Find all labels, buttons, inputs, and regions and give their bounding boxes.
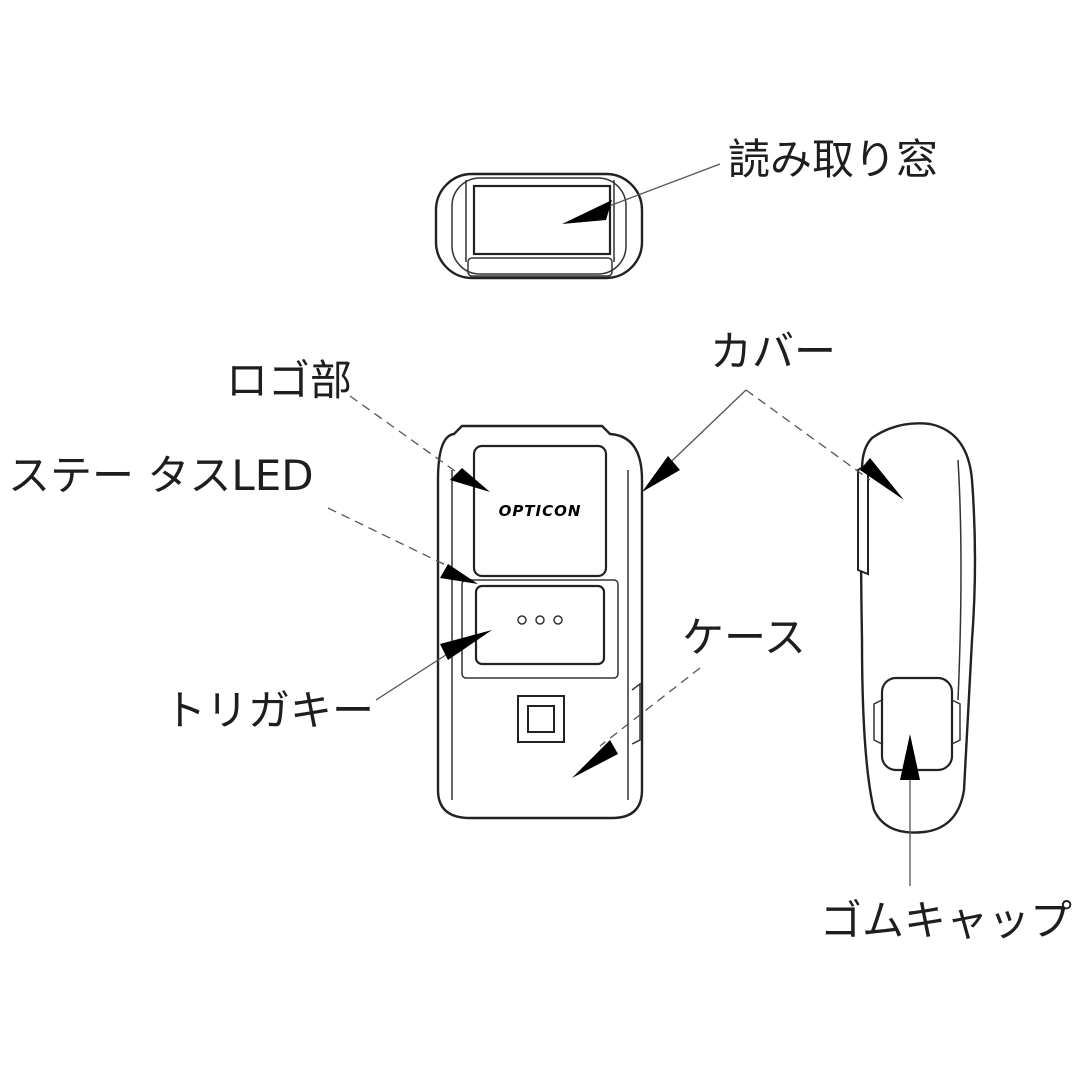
arrowheads <box>440 200 920 780</box>
side-view <box>857 422 977 834</box>
arrow-cover-side <box>860 458 904 500</box>
label-cover: カバー <box>710 327 836 376</box>
rubber-cap <box>880 676 954 772</box>
arrow-status-led <box>440 564 478 584</box>
logo-area <box>472 444 608 578</box>
status-led-2 <box>535 615 545 625</box>
label-reading-window: 読み取り窓 <box>728 135 938 184</box>
front-view: OPTICON <box>436 424 644 820</box>
cover-edge <box>857 462 869 576</box>
label-case: ケース <box>682 613 806 662</box>
status-led-3 <box>553 615 563 625</box>
label-trigger-key: トリガキー <box>164 686 374 735</box>
arrow-logo-area <box>450 468 490 492</box>
labels: 読み取り窓 ロゴ部 ステー タスLED カバー ケース トリガキー ゴムキャップ <box>8 135 1072 945</box>
status-led-1 <box>517 615 527 625</box>
logo-text: OPTICON <box>499 502 582 520</box>
label-logo-area: ロゴ部 <box>226 356 352 405</box>
leader-lines <box>327 163 911 886</box>
label-status-led: ステー タスLED <box>8 451 314 500</box>
arrow-case <box>572 740 618 778</box>
label-rubber-cap: ゴムキャップ <box>820 896 1072 945</box>
arrow-reading-window <box>562 200 612 224</box>
trigger-key <box>474 584 606 666</box>
top-view <box>434 172 644 280</box>
arrow-cover-front <box>642 456 680 492</box>
arrow-rubber-cap <box>900 734 920 780</box>
button-inner <box>527 705 555 733</box>
arrow-trigger-key <box>440 630 492 660</box>
